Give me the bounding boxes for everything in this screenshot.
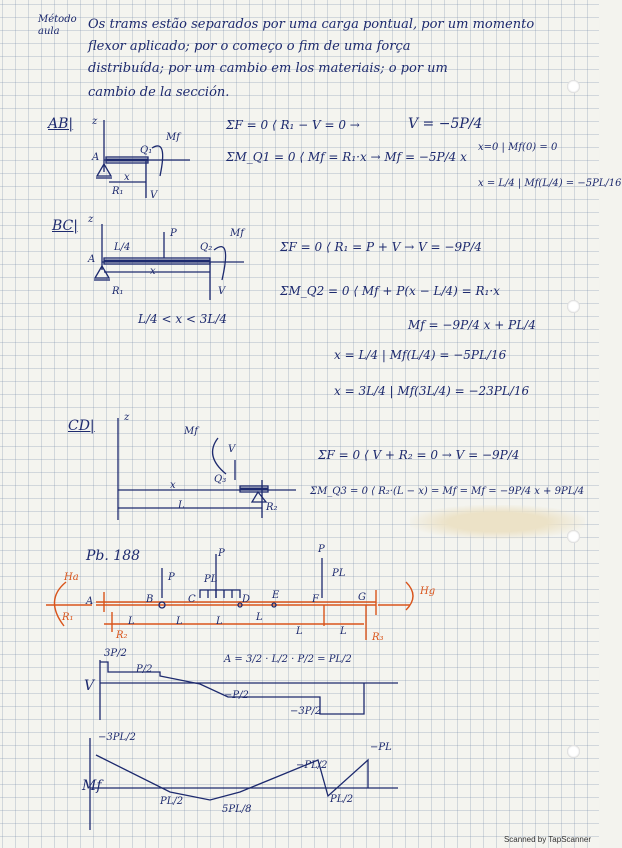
bc-r1-label: R₁ xyxy=(112,286,124,297)
problem-r2-label: R₂ xyxy=(116,630,128,641)
cd-x-label: x xyxy=(170,480,176,491)
ab-case-2: x = L/4 | Mf(L/4) = −5PL/16 xyxy=(478,178,622,189)
problem-point-a: A xyxy=(86,596,94,607)
moment-value-1: PL/2 xyxy=(160,796,184,807)
bc-p-label: P xyxy=(170,228,177,239)
bc-range: L/4 < x < 3L/4 xyxy=(138,312,228,326)
binder-hole-1 xyxy=(567,80,580,93)
ab-v-label: V xyxy=(150,190,158,201)
ab-z-label: z xyxy=(92,116,98,127)
bc-equation-1: ΣF = 0 ⟨ R₁ = P + V → V = −9P/4 xyxy=(280,240,482,254)
problem-span-3: L xyxy=(216,616,223,627)
problem-span-1: L xyxy=(128,616,135,627)
problem-ha-label: Ha xyxy=(64,572,79,583)
problem-point-f: F xyxy=(312,594,319,605)
cd-q3-label: Q₃ xyxy=(214,474,227,485)
moment-value-2: 5PL/8 xyxy=(222,804,252,815)
ab-case-1: x=0 | Mf(0) = 0 xyxy=(478,142,558,153)
intro-line-2: flexor aplicado; por o começo o fim de u… xyxy=(88,39,411,54)
scanner-footer: Scanned by TapScanner xyxy=(503,835,591,844)
bc-case-1: x = L/4 | Mf(L/4) = −5PL/16 xyxy=(334,348,507,362)
ab-a-label: A xyxy=(92,152,100,163)
problem-hg-label: Hg xyxy=(420,586,436,597)
bc-mf-expression: Mf = −9P/4 x + PL/4 xyxy=(408,318,536,332)
ab-equation-2: ΣM_Q1 = 0 ⟨ Mf = R₁·x → Mf = −5P/4 x xyxy=(226,150,467,164)
cd-z-label: z xyxy=(124,412,130,423)
section-bc-label: BC| xyxy=(52,218,78,234)
problem-span-4: L xyxy=(256,612,263,623)
intro-line-4: cambio de la sección. xyxy=(88,85,230,100)
ab-mf-label: Mf xyxy=(166,132,180,143)
problem-load-p2: P xyxy=(218,548,225,559)
bc-z-label: z xyxy=(88,214,94,225)
problem-load-pl-c: PL xyxy=(204,574,218,585)
intro-line-3: distribuída; por um cambio em los materi… xyxy=(88,61,448,76)
problem-span-6: L xyxy=(340,626,347,637)
problem-point-b: B xyxy=(146,594,154,605)
shear-top-value: 3P/2 xyxy=(104,648,127,659)
problem-load-p1: P xyxy=(168,572,175,583)
ab-equation-1: ΣF = 0 ⟨ R₁ − V = 0 → xyxy=(226,118,360,132)
problem-point-g: G xyxy=(358,592,366,603)
shear-axis-label: V xyxy=(84,678,95,694)
moment-right-value: −PL xyxy=(370,742,392,753)
problem-load-p3: P xyxy=(318,544,325,555)
moment-axis-label: Mf xyxy=(82,778,102,794)
problem-point-e: E xyxy=(272,590,280,601)
bc-mf-label: Mf xyxy=(230,228,244,239)
problem-label: Pb. 188 xyxy=(86,548,141,564)
section-ab-label: AB| xyxy=(48,116,74,132)
shear-minus-half: −P/2 xyxy=(224,690,249,701)
moment-value-3: −PL/2 xyxy=(296,760,328,771)
shear-area-note: A = 3/2 · L/2 · P/2 = PL/2 xyxy=(224,654,352,665)
bc-case-2: x = 3L/4 | Mf(3L/4) = −23PL/16 xyxy=(334,384,530,398)
diagram-layer xyxy=(46,120,414,830)
problem-load-pl-f: PL xyxy=(332,568,346,579)
bc-q2-label: Q₂ xyxy=(200,242,213,253)
bc-a-label: A xyxy=(88,254,96,265)
bc-x-label: x xyxy=(150,266,156,277)
problem-point-c: C xyxy=(188,594,196,605)
shear-low-value: −3P/2 xyxy=(290,706,322,717)
bc-l4-label: L/4 xyxy=(114,242,131,253)
bc-v-label: V xyxy=(218,286,226,297)
problem-point-d: D xyxy=(242,594,251,605)
moment-left-value: −3PL/2 xyxy=(98,732,136,743)
problem-span-2: L xyxy=(176,616,183,627)
binder-hole-4 xyxy=(567,745,580,758)
ab-x-label: x xyxy=(124,172,130,183)
binder-hole-2 xyxy=(567,300,580,313)
problem-r3-label: R₃ xyxy=(372,632,384,643)
cd-mf-label: Mf xyxy=(184,426,198,437)
correction-fluid-smudge xyxy=(410,505,585,539)
moment-value-4: PL/2 xyxy=(330,794,354,805)
cd-equation-1: ΣF = 0 ⟨ V + R₂ = 0 → V = −9P/4 xyxy=(318,448,520,462)
shear-plateau-value: P/2 xyxy=(136,664,153,675)
ab-r1-label: R₁ xyxy=(112,186,124,197)
problem-r1-label: R₁ xyxy=(62,612,74,623)
ab-q1-label: Q₁ xyxy=(140,145,153,156)
cd-r2-label: R₂ xyxy=(266,502,278,513)
section-cd-label: CD| xyxy=(68,418,95,434)
ab-equation-1-result: V = −5P/4 xyxy=(408,116,483,132)
margin-note: Método aula xyxy=(38,14,77,37)
cd-equation-2: ΣM_Q3 = 0 ⟨ R₂·(L − x) = Mf = Mf = −9P/4… xyxy=(310,486,585,497)
cd-l-label: L xyxy=(178,500,185,511)
problem-span-5: L xyxy=(296,626,303,637)
intro-line-1: Os trams estão separados por uma carga p… xyxy=(88,17,535,32)
cd-v-label: V xyxy=(228,444,236,455)
bc-equation-2: ΣM_Q2 = 0 ⟨ Mf + P(x − L/4) = R₁·x xyxy=(280,284,500,298)
